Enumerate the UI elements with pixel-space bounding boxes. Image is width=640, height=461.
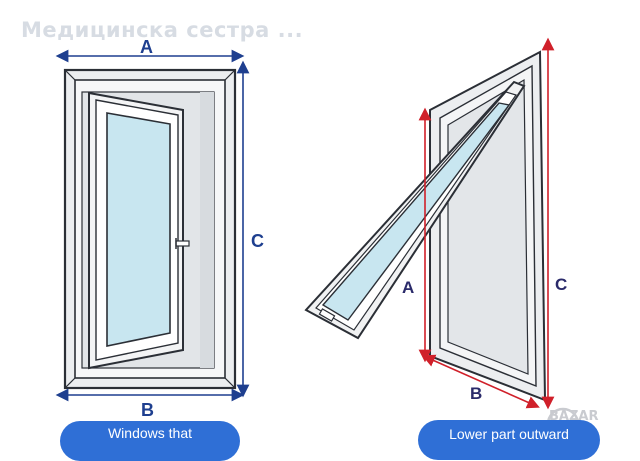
left-label-c: C	[251, 231, 264, 251]
left-handle	[175, 240, 190, 247]
left-label-b: B	[141, 400, 154, 420]
left-window	[63, 68, 237, 390]
diagram-canvas: A C B A C B BAZAR	[55, 37, 598, 441]
right-window	[304, 50, 547, 402]
watermark-text: Медицинска сестра ...	[21, 18, 304, 42]
left-caption-pill: Windows that	[60, 421, 240, 461]
right-dim-b-arrow	[422, 354, 540, 409]
right-glass	[321, 102, 511, 321]
right-caption-text: Lower part outward	[449, 426, 569, 442]
left-label-a: A	[140, 37, 153, 57]
right-latch	[318, 308, 336, 322]
left-glass	[106, 112, 171, 347]
right-label-c: C	[555, 275, 567, 294]
right-caption-pill: Lower part outward	[418, 420, 600, 460]
right-label-b: B	[470, 384, 482, 403]
left-caption-text: Windows that	[107, 425, 193, 441]
right-label-a: A	[402, 278, 414, 297]
